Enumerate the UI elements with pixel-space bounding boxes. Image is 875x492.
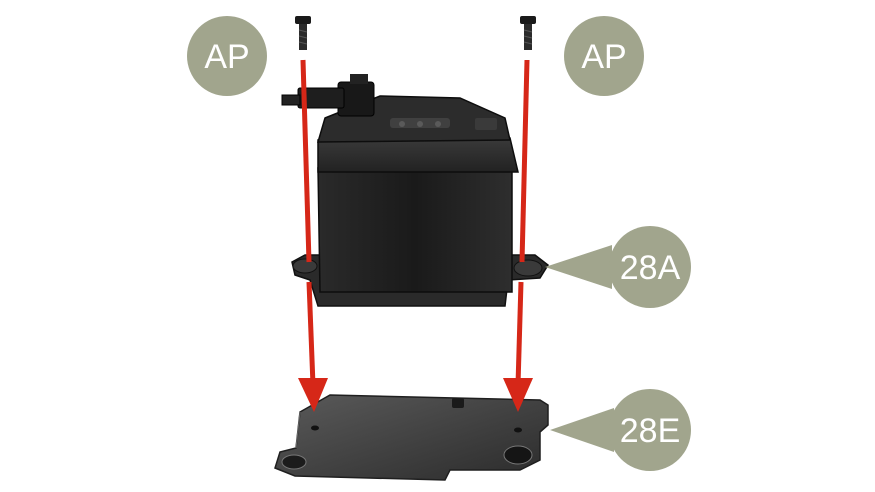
callout-28e-text: 28E [620,412,681,450]
arrow-right [503,59,533,412]
callout-ap-left: AP [187,16,267,96]
callout-28a-text: 28A [620,249,681,287]
screw-left [295,16,311,50]
screw-right [520,16,536,50]
arrow-left [298,59,328,412]
battery-assembly [281,74,549,307]
callout-ap-right-text: AP [581,38,626,76]
callout-28e: 28E [550,389,691,471]
callout-28a: 28A [545,226,691,308]
base-plate [274,394,549,481]
callout-ap-right: AP [564,16,644,96]
callout-ap-left-text: AP [204,38,249,76]
